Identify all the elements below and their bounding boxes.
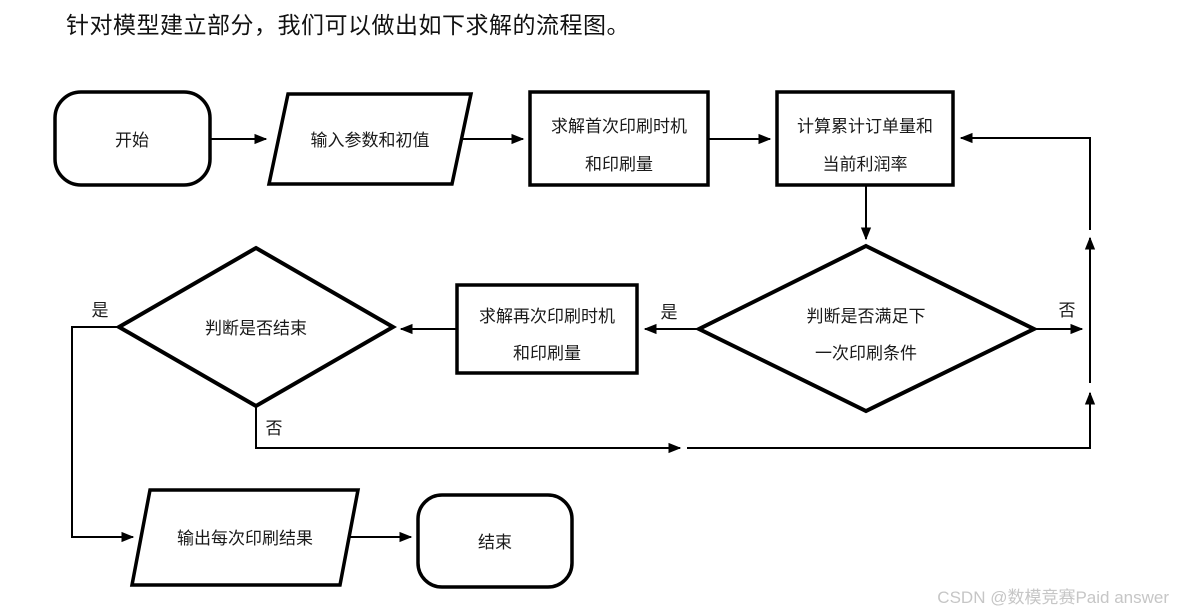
csdn-watermark: CSDN @数模竞赛Paid answer <box>937 588 1169 607</box>
output-node <box>129 488 361 587</box>
compute-node <box>775 90 955 187</box>
start-node <box>53 90 212 187</box>
input-node <box>266 92 474 186</box>
solve-first-node-line2: 和印刷量 <box>585 155 653 174</box>
end-node <box>416 493 574 589</box>
solve-first-node <box>528 90 710 187</box>
solve-again-node <box>455 283 639 375</box>
compute-node-line1: 计算累计订单量和 <box>797 117 933 136</box>
decision-next-print-node <box>694 243 1039 414</box>
input-node-label: 输入参数和初值 <box>311 131 430 150</box>
compute-node-line2: 当前利润率 <box>823 155 908 174</box>
edge-feedback-to-compute <box>959 132 1091 230</box>
decision-end-node <box>114 245 398 409</box>
decision-next-print-line2: 一次印刷条件 <box>815 344 917 363</box>
solve-again-node-line2: 和印刷量 <box>513 344 581 363</box>
solve-first-node-line1: 求解首次印刷时机 <box>551 117 687 136</box>
label-decision-no: 否 <box>1059 301 1076 320</box>
decision-end-node-label: 判断是否结束 <box>205 319 307 338</box>
start-node-label: 开始 <box>115 131 149 150</box>
output-node-label: 输出每次印刷结果 <box>177 529 313 548</box>
decision-next-print-line1: 判断是否满足下 <box>807 307 926 326</box>
edge-decision-end-no-down <box>255 407 682 454</box>
label-decision-end-no: 否 <box>266 419 283 438</box>
page-title: 针对模型建立部分，我们可以做出如下求解的流程图。 <box>66 13 630 38</box>
label-decision-end-yes: 是 <box>92 301 109 320</box>
label-decision-yes: 是 <box>661 303 678 322</box>
end-node-label: 结束 <box>478 533 512 552</box>
solve-again-node-line1: 求解再次印刷时机 <box>479 307 615 326</box>
edge-decision-end-yes-to-output <box>71 326 135 543</box>
